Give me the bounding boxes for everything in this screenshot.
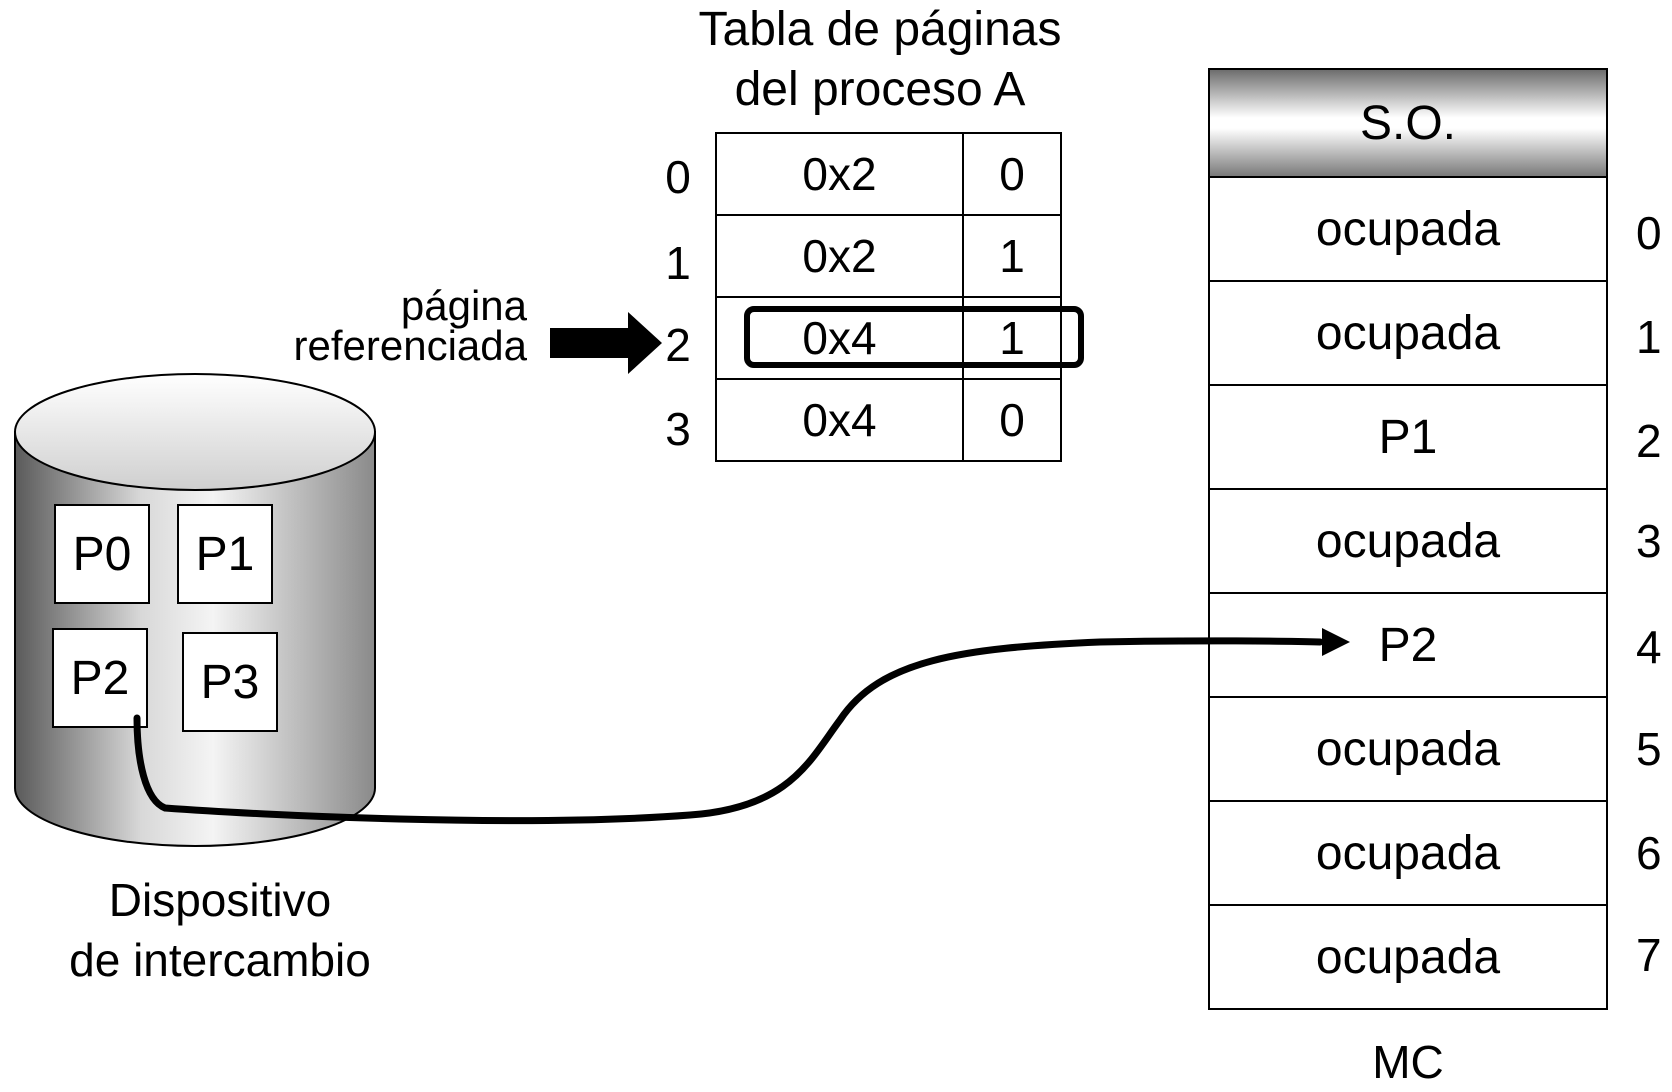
memory-frame-index: 3 [1636, 515, 1662, 567]
page-table-bit-cell: 0 [962, 132, 1062, 216]
memory-frame-index: 0 [1636, 207, 1662, 259]
memory-frame-index: 5 [1636, 723, 1662, 775]
memory-frame: ocupada [1208, 178, 1608, 282]
page-table-title-line1: Tabla de páginas [698, 3, 1062, 56]
referenced-label-line2: referenciada [293, 322, 527, 369]
memory-frame-index: 1 [1636, 311, 1662, 363]
referenced-label-line1: página [400, 282, 527, 329]
swap-page-p0: P0 [54, 504, 150, 604]
page-table-row: 0x4 0 [715, 378, 1062, 462]
page-table-index-3: 3 [665, 403, 691, 455]
swap-page-p1: P1 [177, 504, 273, 604]
memory-caption: MC [1372, 1036, 1444, 1088]
memory-frame-index: 2 [1636, 415, 1662, 467]
swap-device-caption-line2: de intercambio [69, 934, 371, 986]
main-memory: S.O. ocupada ocupada P1 ocupada P2 ocupa… [1208, 68, 1608, 1010]
page-table-index-2: 2 [665, 319, 691, 371]
page-table-title: Tabla de páginas del proceso A [640, 0, 1120, 120]
page-table-index-1: 1 [665, 237, 691, 289]
referenced-page-arrow-icon [550, 312, 662, 374]
memory-frame: P1 [1208, 386, 1608, 490]
memory-frame-index: 7 [1636, 929, 1662, 981]
swap-device-caption-line1: Dispositivo [108, 874, 332, 926]
memory-frame: ocupada [1208, 698, 1608, 802]
page-table-bit-cell: 1 [962, 214, 1062, 298]
memory-frame: ocupada [1208, 282, 1608, 386]
swap-page-p3: P3 [182, 632, 278, 732]
memory-os-region: S.O. [1208, 68, 1608, 178]
swap-device-caption: Dispositivo de intercambio [20, 870, 420, 990]
memory-frame-index: 4 [1636, 621, 1662, 673]
swap-page-p2: P2 [52, 628, 148, 728]
page-table-frame-cell: 0x2 [715, 132, 964, 216]
page-table-frame-cell: 0x2 [715, 214, 964, 298]
referenced-row-highlight [744, 306, 1084, 368]
page-table-row: 0x2 0 [715, 132, 1062, 216]
page-table-row: 0x2 1 [715, 214, 1062, 298]
memory-frame: ocupada [1208, 802, 1608, 906]
page-table-bit-cell: 0 [962, 378, 1062, 462]
page-table-frame-cell: 0x4 [715, 378, 964, 462]
page-table-title-line2: del proceso A [734, 63, 1026, 116]
referenced-page-label: página referenciada [293, 282, 527, 369]
memory-frame-index: 6 [1636, 827, 1662, 879]
memory-frame: ocupada [1208, 490, 1608, 594]
memory-frame: P2 [1208, 594, 1608, 698]
memory-frame: ocupada [1208, 906, 1608, 1010]
page-table-index-0: 0 [665, 151, 691, 203]
